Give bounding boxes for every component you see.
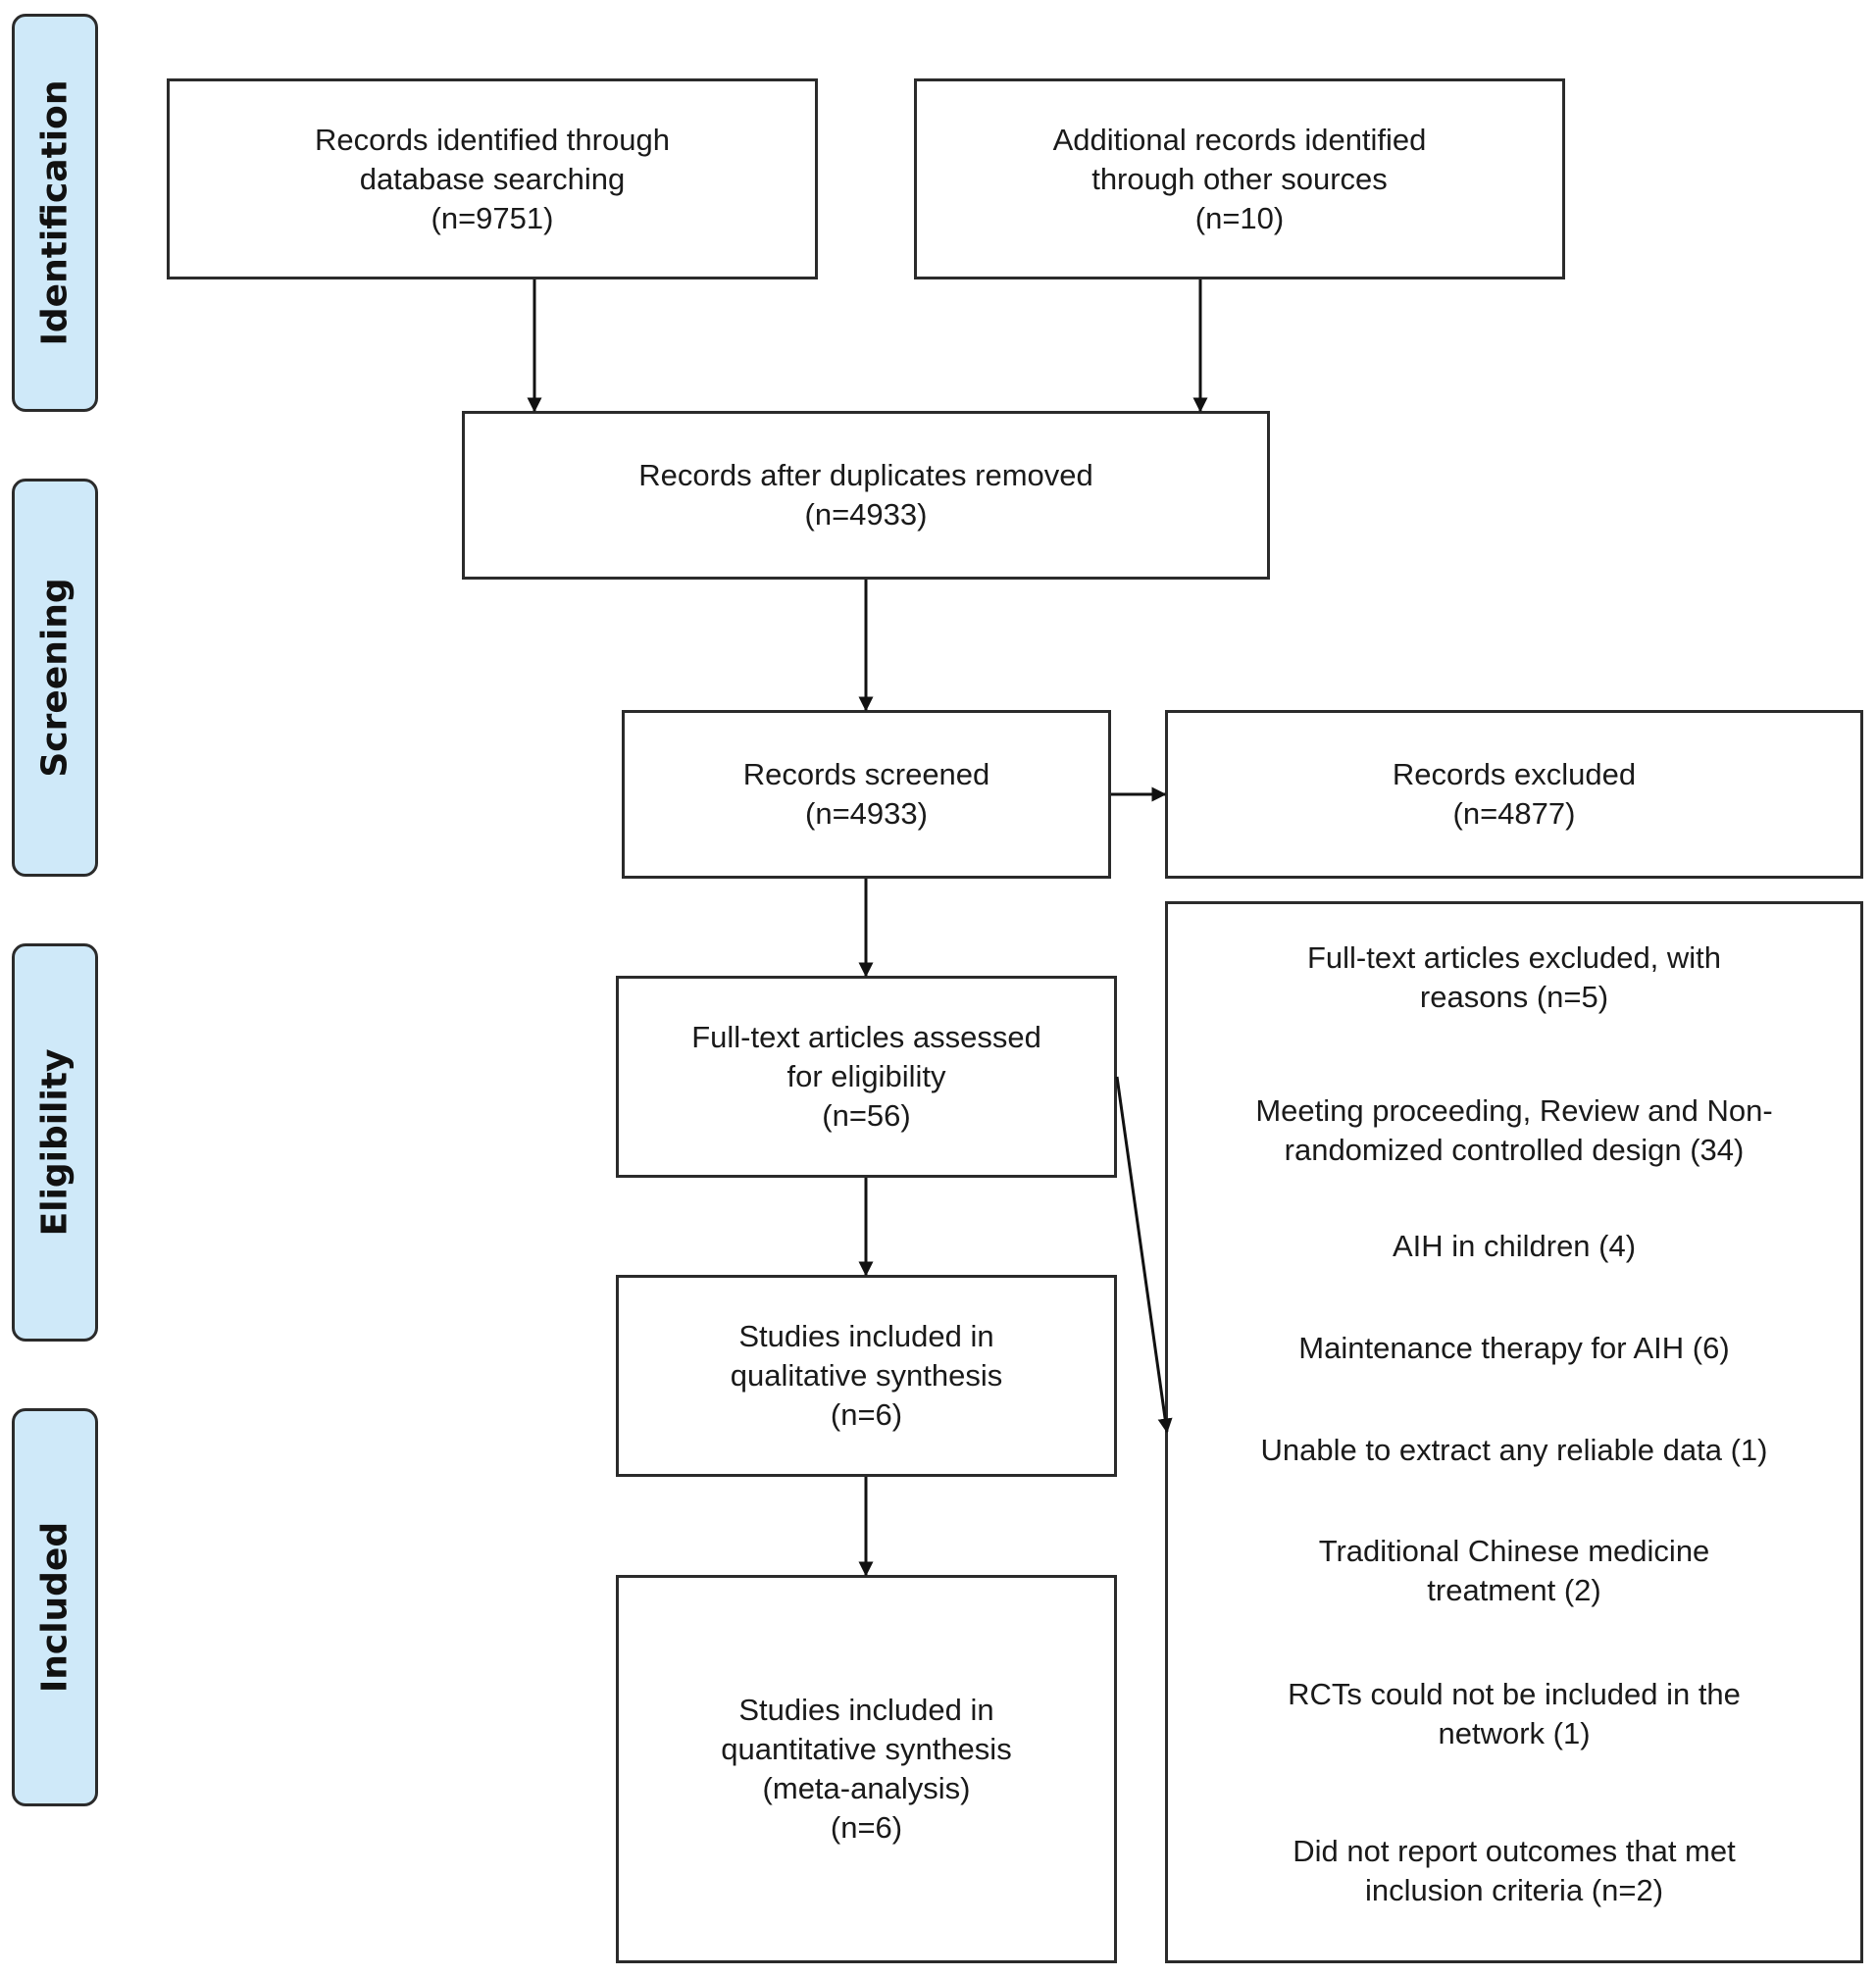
phase-included: Included xyxy=(12,1408,98,1806)
quantitative-line-3: (meta-analysis) xyxy=(762,1771,971,1805)
database-search-box: Records identified through database sear… xyxy=(167,78,818,279)
other-sources-line-1: Additional records identified xyxy=(1052,122,1427,157)
full-text-assessed-count: (n=56) xyxy=(822,1098,911,1133)
exclusion-reason: Did not report outcomes that met inclusi… xyxy=(1168,1832,1860,1910)
excluded-heading-line-2: reasons (n=5) xyxy=(1419,980,1609,1014)
database-search-line-1: Records identified through xyxy=(315,122,670,157)
reason-2-line-1: AIH in children (4) xyxy=(1392,1229,1637,1263)
full-text-excluded-box: Full-text articles excluded, with reason… xyxy=(1165,901,1863,1963)
phase-screening: Screening xyxy=(12,479,98,877)
other-sources-count: (n=10) xyxy=(1194,200,1285,235)
phase-included-label: Included xyxy=(34,1521,76,1694)
reason-6-line-1: RCTs could not be included in the xyxy=(1288,1677,1741,1711)
exclusion-reason: Traditional Chinese medicine treatment (… xyxy=(1168,1532,1860,1610)
reason-7-line-2: inclusion criteria (n=2) xyxy=(1364,1873,1664,1907)
exclusion-reason: Meeting proceeding, Review and Non- rand… xyxy=(1168,1091,1860,1170)
excluded-heading-line-1: Full-text articles excluded, with xyxy=(1306,940,1722,975)
phase-eligibility: Eligibility xyxy=(12,943,98,1342)
exclusion-reason: Maintenance therapy for AIH (6) xyxy=(1168,1329,1860,1368)
phase-screening-label: Screening xyxy=(34,578,76,778)
phase-identification: Identification xyxy=(12,14,98,412)
qualitative-line-1: Studies included in xyxy=(738,1319,994,1353)
reason-5-line-1: Traditional Chinese medicine xyxy=(1318,1534,1710,1568)
after-duplicates-box: Records after duplicates removed (n=4933… xyxy=(462,411,1270,580)
reason-1-line-1: Meeting proceeding, Review and Non- xyxy=(1255,1093,1773,1128)
records-screened-count: (n=4933) xyxy=(805,796,928,831)
other-sources-line-2: through other sources xyxy=(1091,161,1388,196)
phase-eligibility-label: Eligibility xyxy=(34,1048,76,1237)
after-duplicates-line-1: Records after duplicates removed xyxy=(638,458,1093,492)
qualitative-count: (n=6) xyxy=(830,1397,903,1432)
records-excluded-count: (n=4877) xyxy=(1452,796,1576,831)
reason-7-line-1: Did not report outcomes that met xyxy=(1293,1834,1736,1868)
database-search-count: (n=9751) xyxy=(431,200,554,235)
phase-identification-label: Identification xyxy=(34,79,76,346)
reason-3-line-1: Maintenance therapy for AIH (6) xyxy=(1298,1331,1730,1365)
reason-5-line-2: treatment (2) xyxy=(1427,1573,1601,1607)
reason-4-line-1: Unable to extract any reliable data (1) xyxy=(1260,1433,1768,1467)
reason-6-line-2: network (1) xyxy=(1438,1716,1591,1750)
qualitative-synthesis-box: Studies included in qualitative synthesi… xyxy=(616,1275,1117,1477)
exclusion-reason: AIH in children (4) xyxy=(1168,1227,1860,1266)
records-excluded-box: Records excluded (n=4877) xyxy=(1165,710,1863,879)
reason-1-line-2: randomized controlled design (34) xyxy=(1284,1133,1745,1167)
after-duplicates-count: (n=4933) xyxy=(804,497,928,532)
quantitative-count: (n=6) xyxy=(830,1810,903,1845)
records-screened-line-1: Records screened xyxy=(742,757,990,791)
other-sources-box: Additional records identified through ot… xyxy=(914,78,1565,279)
qualitative-line-2: qualitative synthesis xyxy=(730,1358,1003,1393)
database-search-line-2: database searching xyxy=(359,161,626,196)
full-text-excluded-heading: Full-text articles excluded, with reason… xyxy=(1168,938,1860,1017)
arrow-fulltext-to-reasons xyxy=(1115,1076,1173,1434)
quantitative-line-1: Studies included in xyxy=(738,1693,994,1727)
exclusion-reason: Unable to extract any reliable data (1) xyxy=(1168,1431,1860,1470)
records-screened-box: Records screened (n=4933) xyxy=(622,710,1111,879)
full-text-assessed-line-2: for eligibility xyxy=(786,1059,946,1093)
records-excluded-line-1: Records excluded xyxy=(1392,757,1637,791)
quantitative-line-2: quantitative synthesis xyxy=(721,1732,1012,1766)
full-text-assessed-line-1: Full-text articles assessed xyxy=(691,1020,1041,1054)
full-text-assessed-box: Full-text articles assessed for eligibil… xyxy=(616,976,1117,1178)
exclusion-reason: RCTs could not be included in the networ… xyxy=(1168,1675,1860,1753)
quantitative-synthesis-box: Studies included in quantitative synthes… xyxy=(616,1575,1117,1963)
